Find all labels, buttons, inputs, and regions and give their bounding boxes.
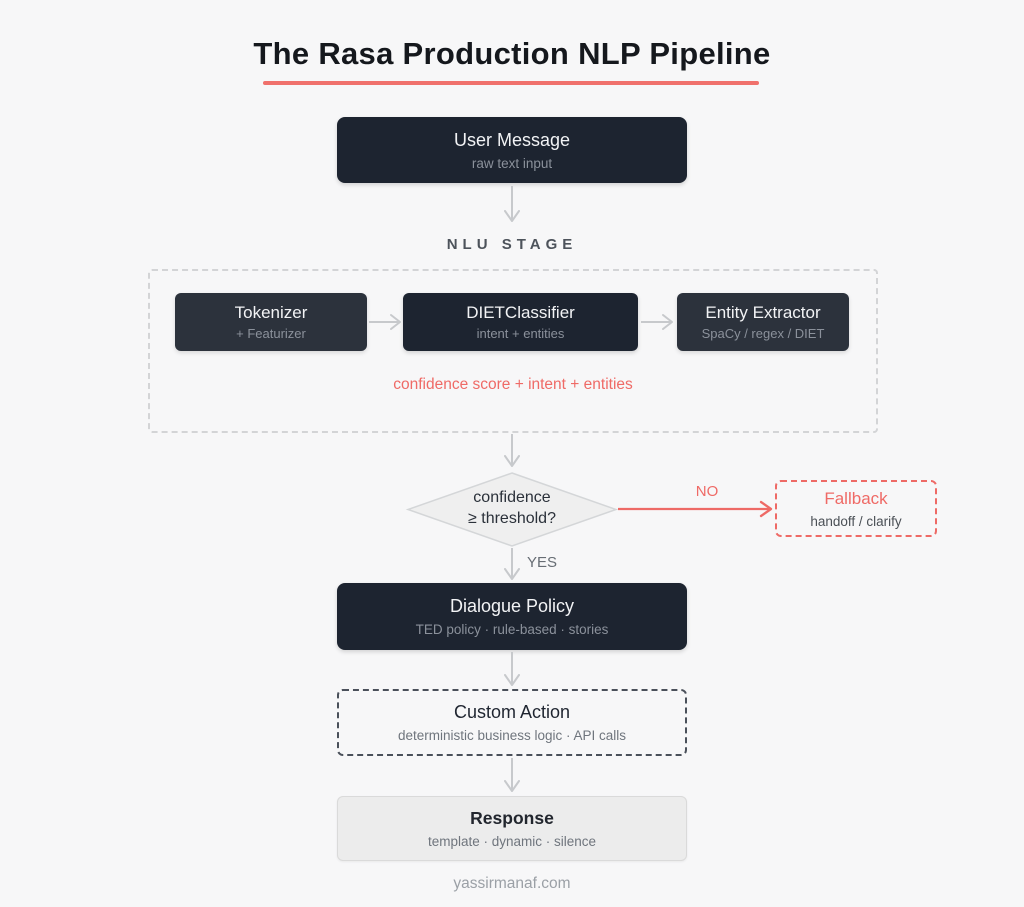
fallback-node: Fallback handoff / clarify [775,480,937,537]
node-title: Fallback [824,489,888,508]
node-subtitle: intent + entities [476,326,565,341]
user-message-node: User Message raw text input [337,117,687,183]
arrow-right-red-icon [618,500,773,518]
diet-classifier-node: DIETClassifier intent + entities [403,293,638,351]
nlu-stage-label: NLU STAGE [446,236,578,253]
decision-diamond [405,472,619,547]
decision-label: confidence ≥ threshold? [412,487,612,529]
node-title: DIETClassifier [466,303,575,322]
node-subtitle: template · dynamic · silence [427,834,597,849]
arrow-down-icon [504,548,520,580]
node-title: Entity Extractor [705,303,821,322]
dialogue-policy-node: Dialogue Policy TED policy · rule-based … [337,583,687,650]
decision-line2: ≥ threshold? [468,510,556,527]
nlu-output-label: confidence score + intent + entities [393,376,633,393]
node-title: Response [470,808,554,828]
node-title: Tokenizer [234,303,308,322]
node-subtitle: SpaCy / regex / DIET [701,326,825,341]
node-title: User Message [453,129,571,150]
node-subtitle: + Featurizer [236,326,306,341]
arrow-down-icon [504,758,520,792]
footer-credit: yassirmanaf.com [453,875,571,892]
node-subtitle: raw text input [471,155,553,171]
node-title: Custom Action [453,702,571,722]
response-node: Response template · dynamic · silence [337,796,687,861]
arrow-right-icon [641,314,673,330]
node-subtitle: TED policy · rule-based · stories [415,622,609,637]
node-title: Dialogue Policy [449,596,575,616]
arrow-down-icon [504,434,520,467]
tokenizer-node: Tokenizer + Featurizer [175,293,367,351]
arrow-down-icon [504,652,520,686]
page-title: The Rasa Production NLP Pipeline [253,36,771,71]
node-subtitle: deterministic business logic · API calls [397,728,627,743]
arrow-down-icon [504,186,520,222]
arrow-right-icon [369,314,401,330]
node-subtitle: handoff / clarify [810,514,902,529]
title-underline [263,81,759,85]
custom-action-node: Custom Action deterministic business log… [337,689,687,756]
no-branch-label: NO [695,483,719,500]
decision-line1: confidence [473,489,551,506]
entity-extractor-node: Entity Extractor SpaCy / regex / DIET [677,293,849,351]
nlu-stage-container [148,269,878,433]
yes-branch-label: YES [527,554,558,571]
